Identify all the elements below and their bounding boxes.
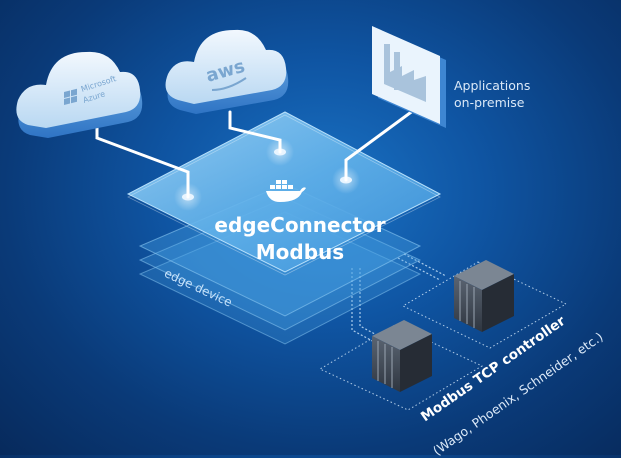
modbus-controller-right — [454, 260, 514, 332]
controller-footprints — [318, 261, 568, 411]
factory-icon — [384, 44, 426, 102]
docker-icon — [266, 180, 306, 202]
on-premise-app-panel — [372, 26, 446, 128]
applications-label: Applications — [454, 78, 531, 93]
azure-cloud: Microsoft Azure — [16, 51, 143, 139]
connector-lines — [95, 108, 416, 199]
edgeconnector-title: edgeConnector — [214, 213, 386, 237]
aws-smile-icon — [211, 77, 247, 91]
modbus-controller-left — [372, 320, 432, 392]
on-premise-label: on-premise — [454, 95, 525, 110]
aws-cloud: aws — [165, 29, 289, 115]
modbus-title: Modbus — [255, 240, 345, 264]
azure-logo — [64, 88, 77, 105]
